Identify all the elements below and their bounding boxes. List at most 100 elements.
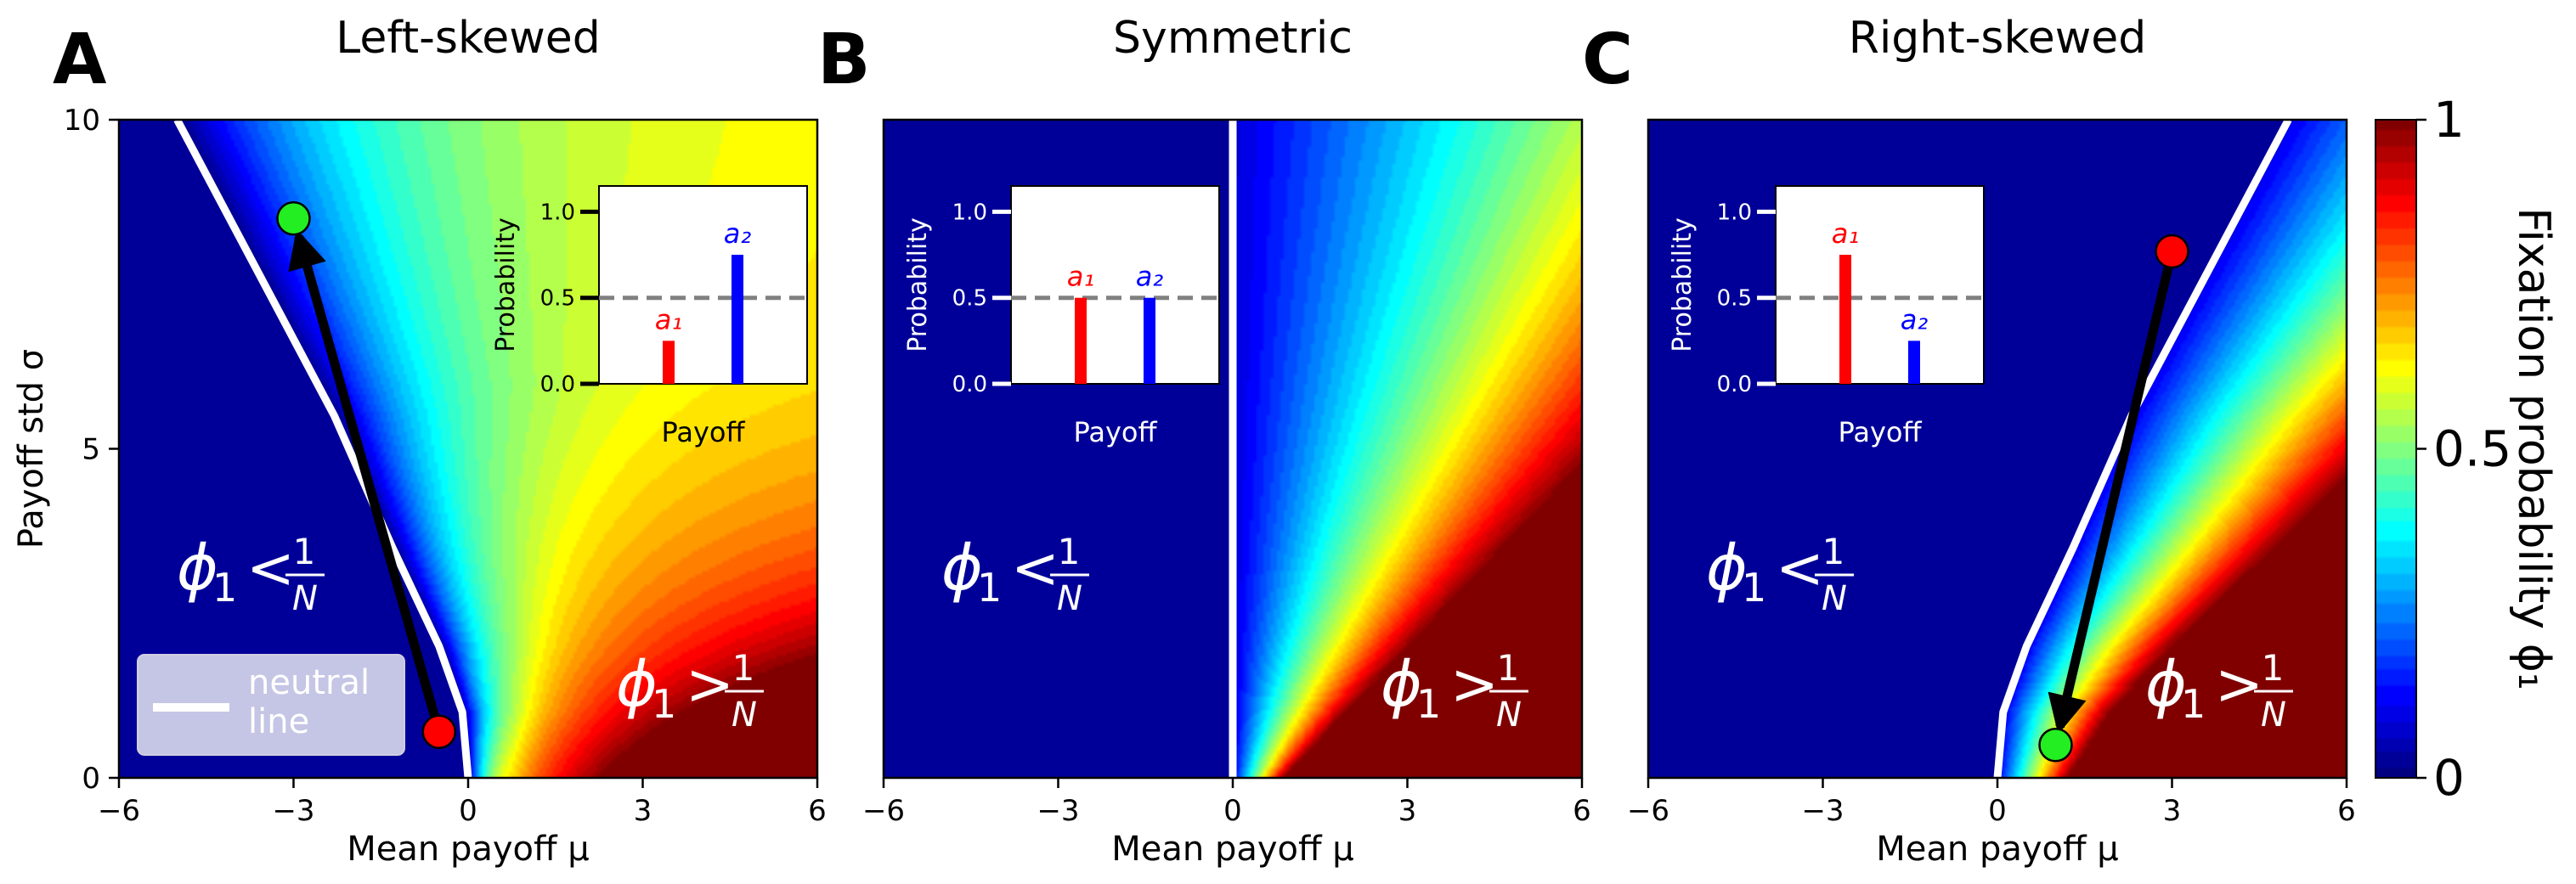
inequality-sign: > bbox=[2215, 651, 2263, 718]
phi-symbol: ϕ bbox=[2145, 648, 2187, 721]
inset-frame bbox=[1010, 185, 1220, 385]
region-label-below: ϕ1<1N bbox=[1706, 531, 1854, 618]
fraction-denominator: N bbox=[732, 695, 757, 735]
inset-y-tick-label: 0.0 bbox=[952, 372, 987, 397]
inequality-sign: < bbox=[1776, 535, 1824, 602]
x-tick-label: 3 bbox=[2163, 794, 2182, 828]
inset-y-label: Probability bbox=[903, 217, 933, 352]
x-tick-label: 3 bbox=[1398, 794, 1417, 828]
fraction-denominator: N bbox=[1496, 695, 1522, 735]
inset-bar-a1 bbox=[1075, 297, 1087, 384]
panel-title: Left-skewed bbox=[336, 13, 600, 64]
phi-symbol: ϕ bbox=[1381, 648, 1422, 721]
panel-letter: C bbox=[1582, 20, 1633, 100]
legend-label: neutral bbox=[248, 663, 370, 702]
end-marker bbox=[276, 201, 311, 236]
fraction-numerator: 1 bbox=[293, 531, 316, 572]
panel-title: Right-skewed bbox=[1849, 13, 2147, 64]
trajectory-arrow bbox=[288, 228, 444, 734]
inset-bar-a1 bbox=[663, 341, 675, 384]
colorbar-gradient bbox=[2375, 120, 2416, 778]
neutral-line bbox=[173, 120, 472, 778]
x-tick-label: 0 bbox=[1223, 794, 1242, 828]
x-tick-label: 6 bbox=[1573, 794, 1591, 828]
inset-y-tick-label: 0.5 bbox=[1717, 286, 1752, 312]
phi-subscript: 1 bbox=[1742, 565, 1766, 611]
x-axis-label: Mean payoff μ bbox=[1111, 830, 1353, 869]
x-tick-label: −6 bbox=[862, 794, 905, 828]
inequality-sign: > bbox=[1450, 651, 1499, 718]
fraction-denominator: N bbox=[2261, 695, 2286, 735]
region-label-below: ϕ1<1N bbox=[177, 531, 325, 618]
phi-subscript: 1 bbox=[652, 681, 676, 727]
panel-title: Symmetric bbox=[1113, 13, 1353, 64]
inset-y-tick-label: 1.0 bbox=[540, 200, 575, 225]
inset-frame bbox=[598, 185, 808, 385]
inset-bar-a1 bbox=[1839, 255, 1851, 384]
x-axis-label: Mean payoff μ bbox=[1876, 830, 2118, 869]
inset-y-tick-label: 1.0 bbox=[1717, 200, 1752, 225]
x-tick-label: −6 bbox=[98, 794, 140, 828]
phi-subscript: 1 bbox=[2181, 681, 2206, 727]
panel-letter: B bbox=[817, 20, 871, 100]
x-tick-label: −3 bbox=[272, 794, 314, 828]
inequality-sign: < bbox=[246, 535, 295, 602]
y-tick-label: 0 bbox=[82, 762, 100, 796]
inset-y-label: Probability bbox=[491, 217, 521, 352]
y-axis-label: Payoff std σ bbox=[12, 349, 51, 549]
inset-bar-label-a1: a₁ bbox=[1832, 217, 1859, 250]
legend-box bbox=[137, 654, 405, 756]
inset-bar-a2 bbox=[1144, 297, 1155, 384]
inset-bar-label-a1: a₁ bbox=[1067, 261, 1094, 293]
inset-x-label: Payoff bbox=[1838, 416, 1922, 448]
inset-x-label: Payoff bbox=[661, 416, 745, 448]
fraction-denominator: N bbox=[292, 579, 318, 618]
x-tick-label: 6 bbox=[2337, 794, 2356, 828]
phi-subscript: 1 bbox=[977, 565, 1002, 611]
y-tick-label: 10 bbox=[64, 104, 100, 138]
inset-bar-label-a2: a₂ bbox=[724, 217, 752, 250]
phi-subscript: 1 bbox=[212, 565, 237, 611]
inset-y-tick-label: 1.0 bbox=[952, 200, 987, 225]
region-label-above: ϕ1>1N bbox=[1381, 647, 1528, 735]
start-marker bbox=[421, 714, 456, 749]
fraction-numerator: 1 bbox=[1058, 531, 1081, 572]
inset-bar-a2 bbox=[732, 255, 743, 384]
x-tick-label: 0 bbox=[459, 794, 477, 828]
inequality-sign: > bbox=[686, 651, 734, 718]
phi-symbol: ϕ bbox=[1706, 532, 1748, 605]
start-marker bbox=[2155, 234, 2189, 269]
inequality-sign: < bbox=[1011, 535, 1059, 602]
end-marker bbox=[2038, 728, 2073, 763]
inset-y-tick-label: 0.0 bbox=[540, 372, 575, 397]
trajectory-arrow bbox=[2048, 250, 2177, 735]
inset-frame bbox=[1775, 185, 1985, 385]
fraction-denominator: N bbox=[1057, 579, 1082, 618]
panel-letter: A bbox=[53, 20, 107, 100]
x-tick-label: 6 bbox=[808, 794, 827, 828]
inset-y-tick-label: 0.5 bbox=[952, 286, 987, 312]
region-label-above: ϕ1>1N bbox=[616, 647, 764, 735]
inset-x-label: Payoff bbox=[1073, 416, 1157, 448]
x-tick-label: −6 bbox=[1627, 794, 1669, 828]
inset-y-label: Probability bbox=[1668, 217, 1698, 352]
fraction-numerator: 1 bbox=[2262, 647, 2285, 689]
x-tick-label: 0 bbox=[1988, 794, 2007, 828]
y-tick-label: 5 bbox=[82, 433, 100, 467]
inset-y-tick-label: 0.5 bbox=[540, 286, 575, 312]
legend-label: line bbox=[248, 702, 309, 741]
colorbar-tick-label: 1 bbox=[2433, 91, 2465, 149]
colorbar-tick-label: 0.5 bbox=[2433, 420, 2511, 478]
x-tick-label: −3 bbox=[1037, 794, 1079, 828]
x-tick-label: −3 bbox=[1801, 794, 1844, 828]
fraction-numerator: 1 bbox=[732, 647, 755, 689]
phi-symbol: ϕ bbox=[177, 532, 218, 605]
